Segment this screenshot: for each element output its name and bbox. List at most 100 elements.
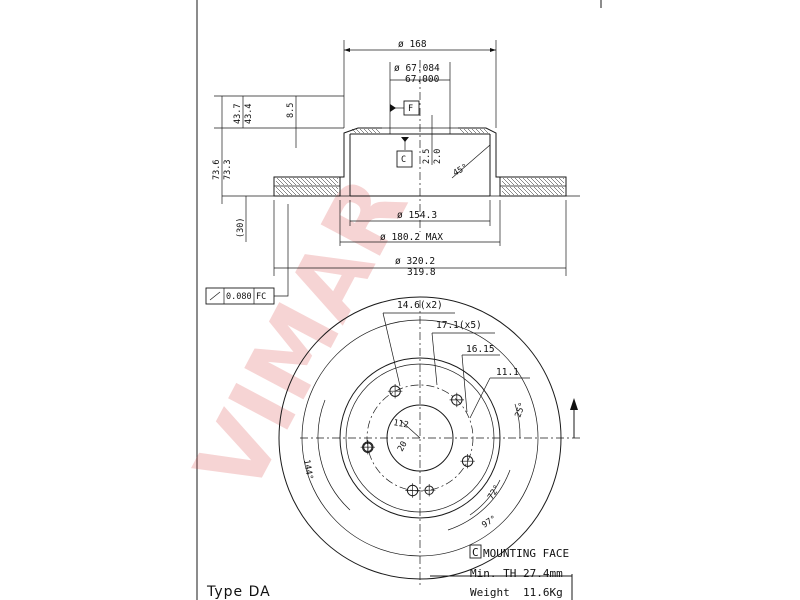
hatch-line bbox=[513, 186, 523, 196]
hatch-line bbox=[292, 177, 301, 186]
dim-total-b: 73.3 bbox=[223, 160, 233, 180]
dim-angle-72: 72° bbox=[486, 483, 503, 501]
hatch-line bbox=[275, 190, 281, 196]
hatch-line bbox=[311, 186, 321, 196]
hatch-line bbox=[323, 186, 333, 196]
hatch-line bbox=[537, 186, 547, 196]
hatch-line bbox=[324, 177, 333, 186]
dim-angle-25: 25° bbox=[513, 401, 528, 419]
dim-height-a: 43.7 bbox=[233, 104, 243, 124]
dim-height-b: 43.4 bbox=[244, 104, 254, 124]
min-thickness: Min. TH 27.4mm bbox=[470, 567, 563, 580]
bolt-hole-cross bbox=[405, 483, 420, 498]
dim-hat-thickness: 8.5 bbox=[286, 103, 296, 118]
hatch-line bbox=[375, 128, 381, 134]
hatch-line bbox=[546, 177, 555, 186]
dim-outer-max: ø 320.2 bbox=[395, 256, 435, 267]
hatch-line bbox=[283, 186, 293, 196]
hatch-line bbox=[327, 186, 337, 196]
hat-wall-right bbox=[458, 127, 500, 178]
dim-inner-max: ø 180.2 MAX bbox=[380, 232, 443, 243]
hatch-line bbox=[529, 186, 539, 196]
mounting-key: C bbox=[472, 546, 479, 559]
hatch-line bbox=[304, 177, 313, 186]
hatch-line bbox=[303, 186, 313, 196]
hatch-line bbox=[371, 128, 377, 134]
hatch-line bbox=[533, 186, 543, 196]
dim-total-a: 73.6 bbox=[212, 160, 222, 180]
hatch-line bbox=[526, 177, 535, 186]
hatch-line bbox=[501, 186, 511, 196]
datum-f-box bbox=[403, 100, 420, 116]
runout-ref: FC bbox=[256, 292, 266, 302]
hatch-line bbox=[459, 128, 465, 134]
runout-tolerance-frame bbox=[205, 287, 275, 305]
hatch-hat-top bbox=[351, 128, 489, 134]
hatch-line bbox=[554, 177, 563, 186]
dim-step-a: 2.5 bbox=[422, 149, 432, 164]
hatch-line bbox=[320, 177, 329, 186]
hatch-line bbox=[483, 128, 489, 134]
dim-angle-144: 144° bbox=[301, 459, 314, 481]
section-view: ø 168 ø 67.084 67.000 F C 2.5 2.0 45° 43… bbox=[205, 39, 580, 305]
runout-arrow-icon bbox=[209, 291, 221, 301]
hatch-line bbox=[505, 186, 515, 196]
hatch-line bbox=[518, 177, 527, 186]
hatch-line bbox=[316, 177, 325, 186]
runout-value: 0.080 bbox=[226, 292, 252, 302]
hatch-line bbox=[521, 186, 531, 196]
hatch-line bbox=[549, 186, 559, 196]
hatch-line bbox=[558, 177, 565, 184]
arc-144 bbox=[317, 399, 351, 511]
datum-c-box bbox=[396, 150, 413, 168]
hatch-line bbox=[541, 186, 551, 196]
hatch-line bbox=[522, 177, 531, 186]
hatch-line bbox=[509, 186, 519, 196]
hatch-line bbox=[284, 177, 293, 186]
watermark-text: VIMAR bbox=[175, 161, 429, 511]
legend-block: C MOUNTING FACE Min. TH 27.4mm Weight 11… bbox=[469, 544, 569, 599]
section-arrow-top-icon bbox=[570, 398, 578, 410]
datum-c-label: C bbox=[401, 155, 406, 165]
dim-outer-min: 319.8 bbox=[407, 267, 436, 278]
bolt-hole-cross bbox=[361, 441, 374, 454]
arc-25 bbox=[514, 403, 521, 439]
dim-bore-max: ø 67.084 bbox=[394, 63, 440, 74]
hatch-line bbox=[275, 186, 285, 196]
dim-inner: ø 154.3 bbox=[397, 210, 437, 221]
hatch-line bbox=[510, 177, 519, 186]
hatch-line bbox=[319, 186, 329, 196]
arc-97 bbox=[447, 469, 511, 531]
hatch-line bbox=[550, 177, 559, 186]
hatch-line bbox=[332, 177, 339, 184]
hatch-line bbox=[506, 177, 515, 186]
hatch-line bbox=[308, 177, 317, 186]
face-view: 14.6(x2) 17.1(x5) 16.15 11.1 25° 144° 72… bbox=[278, 296, 580, 600]
hatch-line bbox=[463, 128, 469, 134]
hatch-line bbox=[295, 186, 305, 196]
hatch-line bbox=[501, 180, 507, 186]
hatch-line bbox=[501, 190, 507, 196]
hatch-line bbox=[331, 186, 339, 194]
hatch-line bbox=[514, 177, 523, 186]
hatch-line bbox=[367, 128, 373, 134]
hatch-line bbox=[300, 177, 309, 186]
hatch-line bbox=[291, 186, 301, 196]
hatch-line bbox=[557, 186, 565, 194]
hatch-line bbox=[363, 128, 369, 134]
dim-step-b: 2.0 bbox=[433, 149, 443, 164]
dim-pitch: 112 bbox=[392, 418, 409, 431]
bolt-holes bbox=[360, 384, 475, 498]
hatch-line bbox=[315, 186, 325, 196]
mounting-key-box bbox=[469, 544, 482, 559]
hatch-line bbox=[502, 177, 511, 186]
hatch-line bbox=[538, 177, 547, 186]
hatch-line bbox=[280, 177, 289, 186]
hatch-line bbox=[359, 128, 365, 134]
hatch-line bbox=[471, 128, 477, 134]
hatch-line bbox=[336, 177, 339, 180]
hatch-line bbox=[545, 186, 555, 196]
hatch-line bbox=[299, 186, 309, 196]
hatch-line bbox=[534, 177, 543, 186]
